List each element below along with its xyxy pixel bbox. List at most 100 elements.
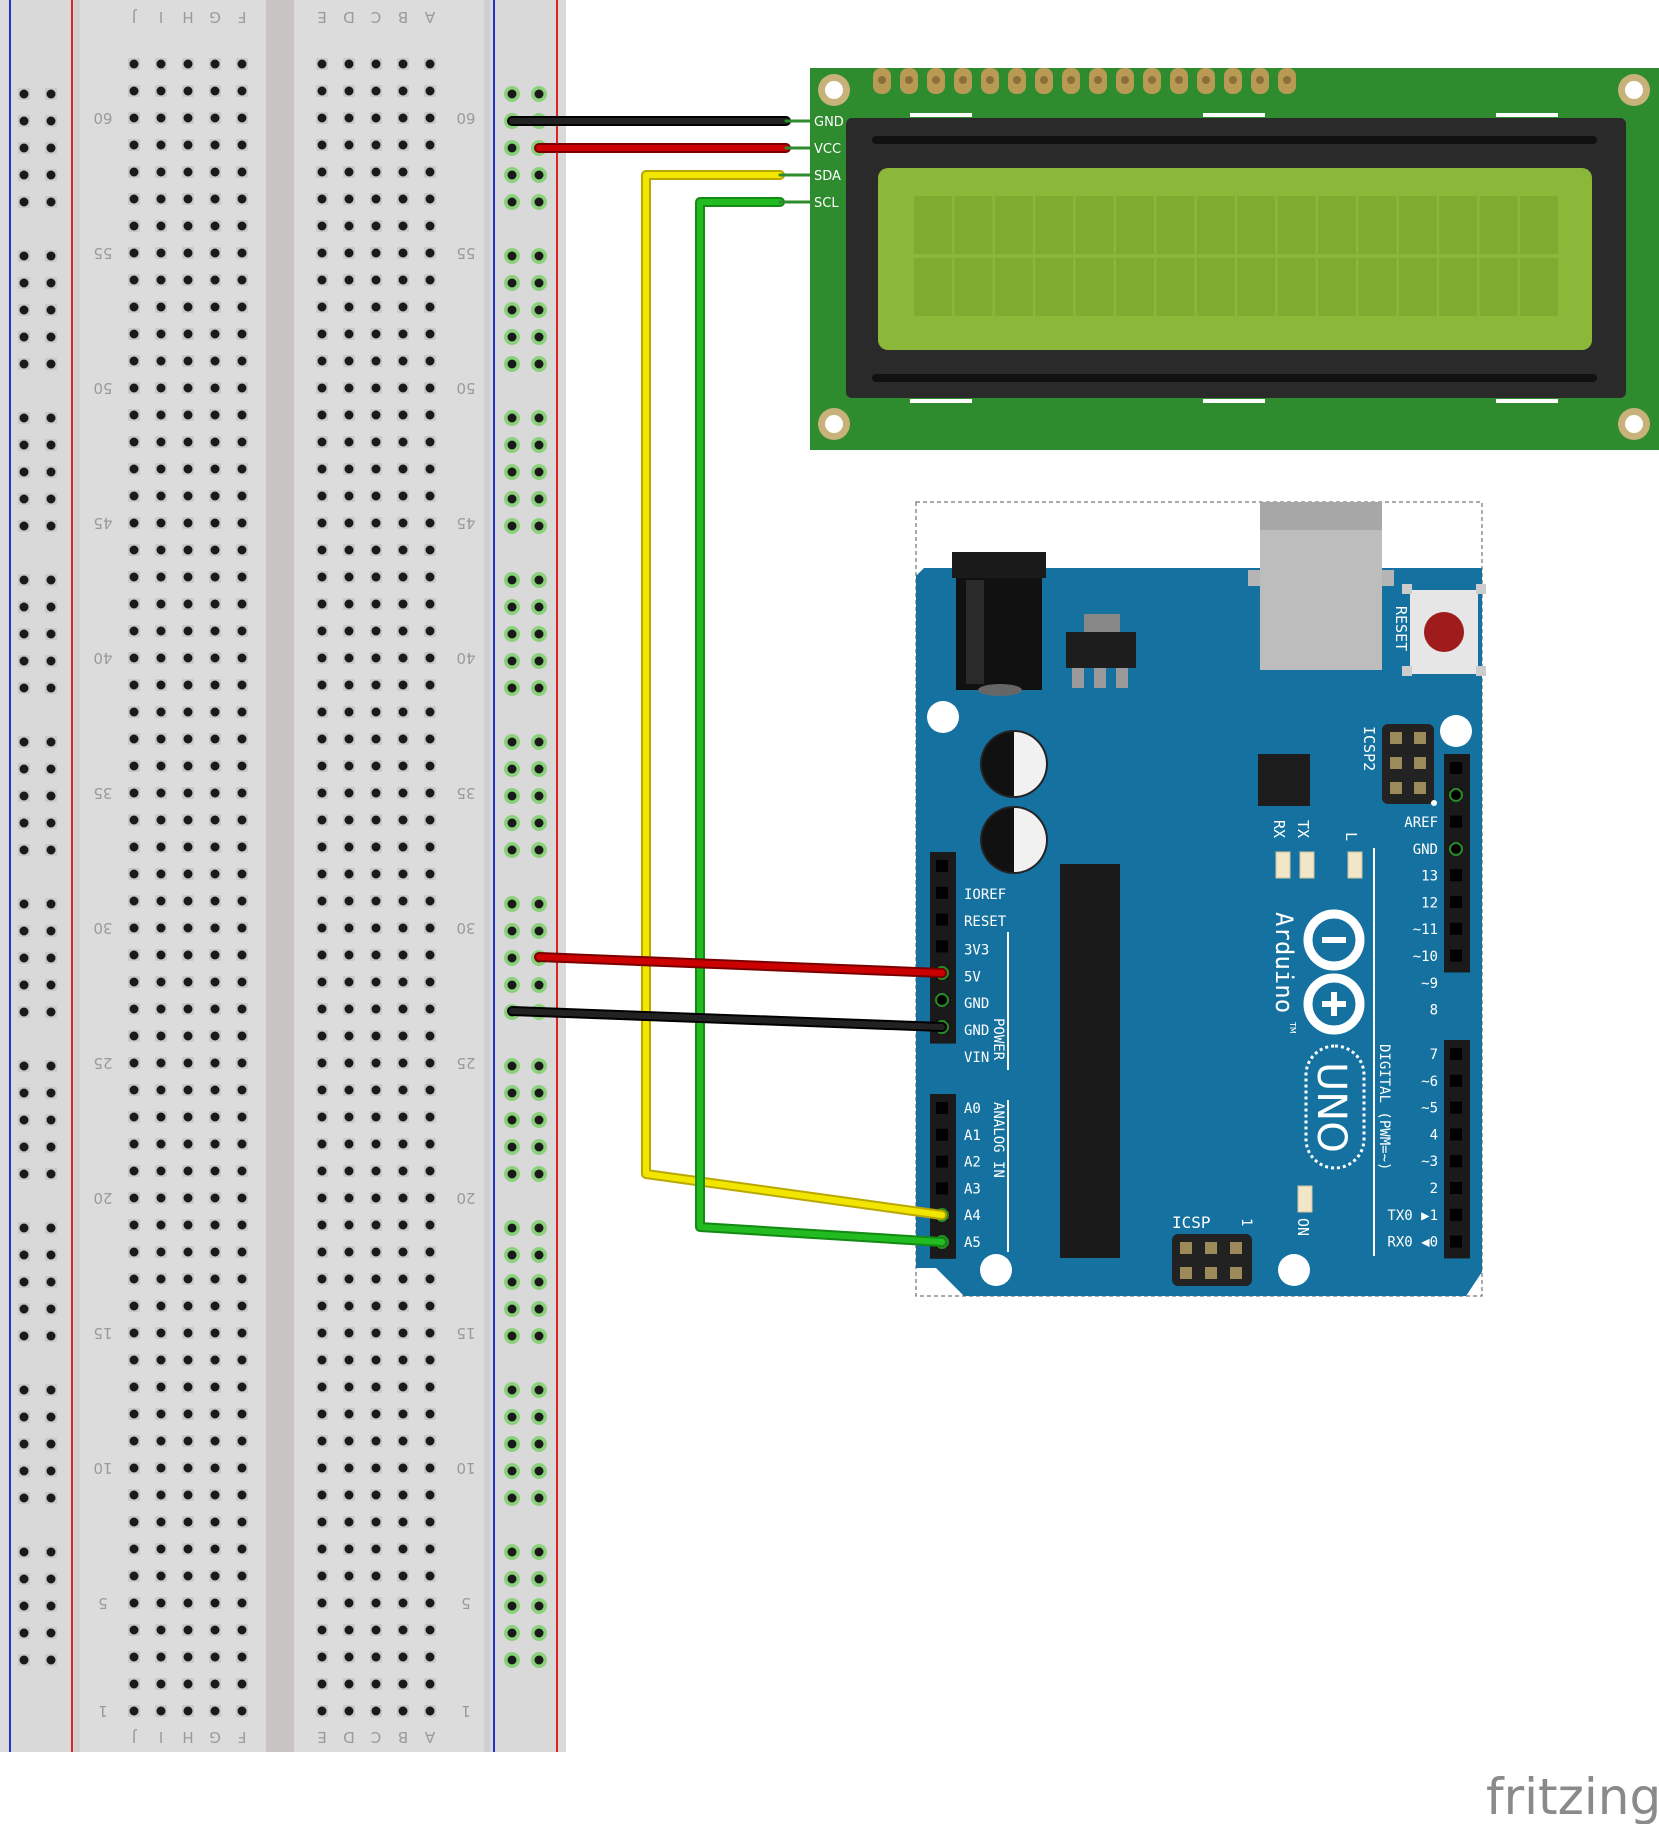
- row-number: 25: [456, 1054, 475, 1072]
- atmega-chip: [1060, 864, 1120, 1258]
- row-number: 35: [456, 784, 475, 802]
- tx-label: TX: [1294, 820, 1312, 838]
- arduino-mounting-holes: [927, 701, 1472, 1286]
- arduino-pin-labels: IOREFRESET3V35VGNDGNDVINA0A1A2A3A4A5AREF…: [964, 815, 1438, 1251]
- row-number: 15: [456, 1324, 475, 1342]
- analog-pin-label: A5: [964, 1235, 981, 1251]
- dc-power-jack: [952, 552, 1046, 696]
- digital-pin-label: ~6: [1421, 1074, 1438, 1090]
- wire-black-gnd: [507, 1006, 947, 1032]
- digital-pin-label: TX0 ▶1: [1387, 1208, 1438, 1224]
- digital-pin-label: 7: [1430, 1047, 1438, 1063]
- digital-pin-label: GND: [1413, 842, 1438, 858]
- icsp-label: ICSP: [1172, 1213, 1211, 1232]
- lcd-bezel-slot-top: [872, 136, 1597, 144]
- row-letter-bottom: D: [343, 1728, 355, 1746]
- row-letter-bottom: E: [317, 1728, 326, 1746]
- wires: [507, 116, 947, 1247]
- row-number: 30: [456, 919, 475, 937]
- arduino-brand: Arduino: [1270, 912, 1298, 1013]
- digital-pin-label: ~9: [1421, 976, 1438, 992]
- lcd-pin-label-scl: SCL: [814, 196, 839, 211]
- reset-label: RESET: [1392, 606, 1410, 651]
- row-letter-bottom: J: [132, 1728, 137, 1746]
- power-pin-label: IOREF: [964, 887, 1006, 903]
- row-letter-top: A: [424, 8, 435, 26]
- voltage-regulator: [1066, 614, 1136, 688]
- digital-pin-label: 4: [1430, 1127, 1438, 1143]
- rx-label: RX: [1270, 820, 1288, 838]
- capacitor-1: [980, 730, 1048, 798]
- digital-pin-label: AREF: [1404, 815, 1438, 831]
- power-pin-label: VIN: [964, 1050, 989, 1066]
- wire-green-scl-a5: [695, 197, 947, 1247]
- row-number: 55: [456, 244, 475, 262]
- usb-connector: [1248, 502, 1394, 670]
- row-letter-top: B: [398, 8, 408, 26]
- fritzing-watermark: fritzing: [1486, 1768, 1659, 1824]
- analog-in-label: ANALOG IN: [990, 1102, 1006, 1178]
- power-pin-label: GND: [964, 1023, 989, 1039]
- row-letter-top: J: [132, 8, 137, 26]
- section-lines: [1007, 848, 1375, 1256]
- row-number: 5: [461, 1594, 471, 1612]
- analog-pin-label: A2: [964, 1155, 981, 1171]
- lcd-mounting-holes: [818, 74, 1650, 440]
- lcd-character-cells: [914, 196, 1558, 316]
- status-leds: [1275, 851, 1363, 1213]
- digital-pin-label: RX0 ◀0: [1387, 1235, 1438, 1251]
- row-number: 25: [93, 1054, 112, 1072]
- arduino-infinity-logo-icon: [1303, 909, 1365, 1035]
- usb-interface-chip: [1258, 754, 1310, 806]
- capacitor-2: [980, 806, 1048, 874]
- arduino-tm: TM: [1288, 1021, 1297, 1034]
- row-number: 20: [93, 1189, 112, 1207]
- rail-gap-right: [484, 0, 490, 1752]
- analog-header: [930, 1094, 956, 1259]
- icsp-header: [1172, 1234, 1252, 1286]
- row-number: 60: [456, 109, 475, 127]
- row-number: 1: [461, 1702, 471, 1720]
- row-number: 40: [456, 649, 475, 667]
- power-pin-label: 3V3: [964, 943, 989, 959]
- row-number: 45: [456, 514, 475, 532]
- row-letter-bottom: I: [159, 1728, 163, 1746]
- row-number: 40: [93, 649, 112, 667]
- row-number: 5: [98, 1594, 108, 1612]
- row-letter-bottom: A: [424, 1728, 435, 1746]
- rail-gap: [74, 0, 80, 1752]
- digital-pin-label: 2: [1430, 1181, 1438, 1197]
- row-number: 60: [93, 109, 112, 127]
- row-number: 10: [456, 1459, 475, 1477]
- row-number: 50: [93, 379, 112, 397]
- lcd-bezel-tabs: [910, 113, 1558, 403]
- digital-pin-label: 13: [1421, 869, 1438, 885]
- power-pin-label: GND: [964, 996, 989, 1012]
- analog-pin-label: A0: [964, 1101, 981, 1117]
- lcd-top-header-pins: [873, 68, 1296, 94]
- row-number: 35: [93, 784, 112, 802]
- row-letter-bottom: H: [182, 1728, 193, 1746]
- row-number: 15: [93, 1324, 112, 1342]
- on-label: ON: [1294, 1218, 1312, 1236]
- row-number: 55: [93, 244, 112, 262]
- l-label: L: [1342, 832, 1360, 841]
- row-number: 10: [93, 1459, 112, 1477]
- digital-pin-label: 8: [1430, 1003, 1438, 1019]
- left-power-rail: [8, 0, 74, 1752]
- lcd-pin-label-gnd: GND: [814, 115, 844, 130]
- icsp2-label: ICSP2: [1360, 726, 1378, 771]
- row-letter-top: I: [159, 8, 163, 26]
- row-number: 30: [93, 919, 112, 937]
- row-number: 50: [456, 379, 475, 397]
- power-pin-label: 5V: [964, 969, 981, 985]
- arduino-uno-board: RESET ICSP2 RX TX L ON: [915, 501, 1486, 1297]
- lcd-pin-label-vcc: VCC: [814, 142, 841, 157]
- row-letter-top: H: [182, 8, 193, 26]
- row-letter-top: D: [343, 8, 355, 26]
- lcd-bezel-slot-bottom: [872, 374, 1597, 382]
- row-number: 20: [456, 1189, 475, 1207]
- reset-button[interactable]: [1402, 584, 1486, 676]
